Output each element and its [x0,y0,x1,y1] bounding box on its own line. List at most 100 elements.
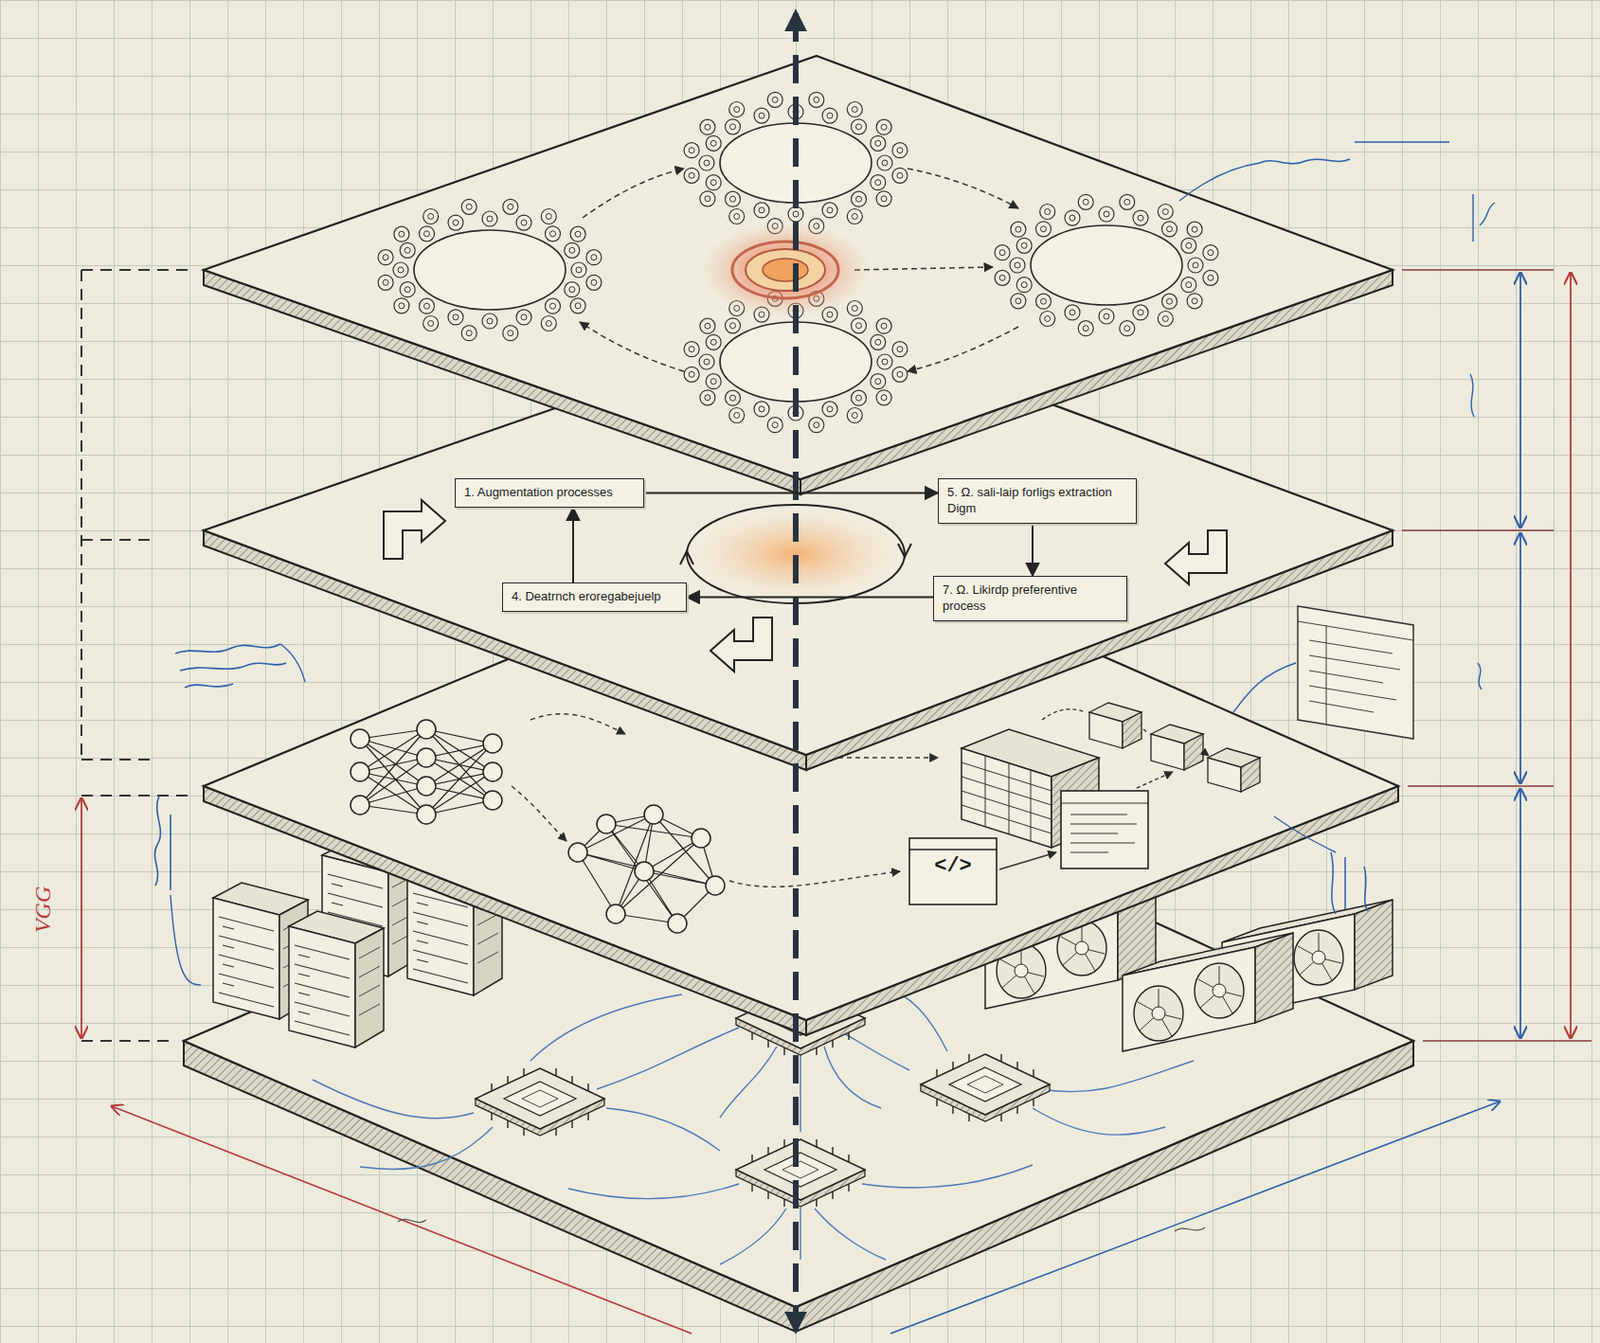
hollow-arrow [710,617,773,672]
module-side [1122,712,1142,749]
agent-cluster [994,194,1219,336]
blue-dimension [1519,272,1522,528]
core-ring [745,249,826,291]
neuron [350,795,370,815]
neuron [691,828,711,848]
process-box: 5. Ω. sali-laip forligs extraction Digm [937,478,1137,524]
document-window [1060,791,1149,869]
process-box: 7. Ω. Likirdp preferentive process [933,575,1128,622]
flow-arrow [1042,709,1209,756]
neuron [416,776,436,796]
note-window [1297,606,1414,739]
neuron [483,791,503,810]
neuron [483,734,503,754]
flow-connector [572,507,575,583]
module-front [1150,734,1185,771]
neuron [483,762,503,782]
flow-arrow [582,168,684,218]
box-label: 4. Deatrnch eroregabejuelp [511,589,678,606]
dimension-lines [81,269,1592,1334]
flow-arrow [511,786,567,842]
leader-line [170,895,201,986]
leader-line [280,644,306,683]
neuron [416,719,436,739]
neuron [350,762,370,782]
circuit-traces [312,985,1194,1265]
neuron [644,805,664,825]
neuron [606,904,626,924]
neural-net [350,719,503,825]
neural-net-links [359,729,493,815]
central-axis [792,13,799,1331]
graph-net [568,805,725,934]
process-box: 1. Augmentation processes [454,478,645,508]
code-window [909,838,997,905]
leader-line [1233,663,1296,713]
scribble [175,644,287,688]
processor-chip [736,1139,865,1207]
scribble [1330,852,1368,915]
flow-arrow [907,168,1019,209]
scribble [1473,194,1495,242]
box-label: 1. Augmentation processes [464,485,635,502]
blue-dimension [1519,789,1522,1039]
processor-chip [920,1054,1050,1122]
red-dimension [80,798,83,1039]
processor-chip [475,1068,605,1136]
stack-front [961,748,1052,848]
blue-annotations [154,142,1495,986]
neuron [705,876,725,896]
scribble [1470,374,1482,690]
flow-arrow [1136,772,1173,789]
neuron [596,814,616,834]
core-glow [698,220,873,320]
server-rack [288,911,384,1048]
code-symbol: </> [909,854,997,880]
module-front [1089,712,1123,749]
module-boxes [1042,702,1260,792]
neuron [634,862,654,881]
blue-dimension [1519,533,1522,784]
agent-cluster [377,198,602,341]
bracket-dashed [81,269,195,760]
neuron [667,914,687,934]
blue-dimension [890,1101,1500,1334]
red-dimension [1569,272,1572,1039]
neuron [568,843,588,863]
hollow-arrow [1165,530,1227,585]
box-label: 5. Ω. sali-laip forligs extraction Digm [947,485,1128,518]
flow-connector [644,491,938,494]
stack-grid [961,755,1052,842]
core-ring [732,241,839,299]
document-lines [1060,803,1149,853]
flow-arrow [729,871,900,887]
flow-arrow [579,322,684,372]
scribble [1259,142,1450,164]
scribble [397,1219,1205,1232]
module-side [1184,734,1204,771]
scribble [154,795,171,891]
extension-lines [1402,269,1592,1042]
leader-line [1179,162,1260,201]
flow-connector [1031,523,1034,576]
extension-dashed [81,795,190,1042]
flow-arrow [854,267,993,270]
box-label: 7. Ω. Likirdp preferentive process [942,582,1118,615]
module-side [1240,757,1260,792]
neuron [416,805,436,825]
hollow-arrow [383,500,446,559]
leader-line [1274,816,1336,853]
core-center [762,258,809,282]
margin-note: VGG [29,880,57,939]
graph-net-links [577,814,716,924]
window-bar [909,848,997,850]
module-front [1207,757,1241,792]
neuron [350,729,370,749]
gpu-card [1122,933,1294,1052]
flow-arrow [907,326,1019,372]
flow-connector [686,595,934,598]
flow-arrow [999,852,1057,870]
